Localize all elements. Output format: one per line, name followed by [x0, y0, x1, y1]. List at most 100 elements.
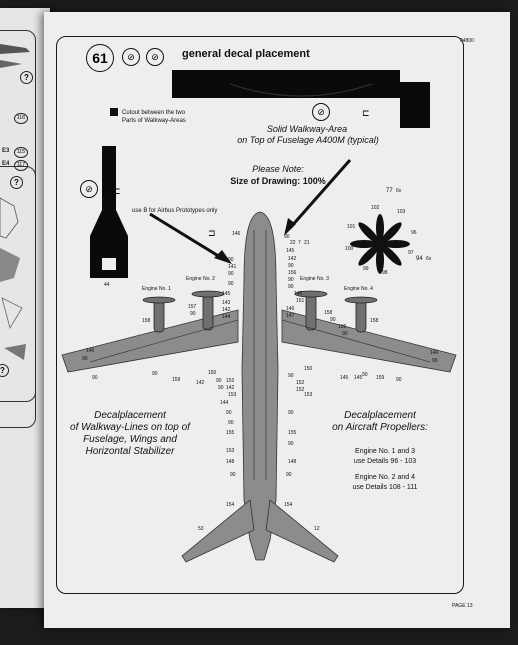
- callout: 141: [228, 264, 237, 270]
- callout: 146: [86, 348, 95, 354]
- part-44-label: 44: [104, 282, 110, 288]
- callout: 90: [92, 375, 98, 381]
- prohibited-icon: ⊘: [146, 48, 164, 66]
- left-page-label: E3: [2, 148, 10, 154]
- propeller-label: 100: [345, 246, 354, 252]
- cutout-marker: [110, 108, 118, 116]
- arrow-right-head: [284, 218, 296, 236]
- callout: 154: [284, 502, 293, 508]
- callout: 153: [228, 392, 237, 398]
- page-number: PAGE 13: [452, 603, 473, 609]
- left-page-number: 116: [14, 113, 28, 124]
- callout: 145: [222, 291, 231, 297]
- decal-icon: ⊏: [362, 108, 370, 118]
- prohibited-icon: ⊘: [122, 48, 140, 66]
- callout: 90: [228, 271, 234, 277]
- callout: 152: [226, 378, 235, 384]
- left-page-drawings: [0, 44, 30, 360]
- callout: 142: [222, 307, 231, 313]
- callout: 157: [188, 304, 197, 310]
- left-caption: Horizontal Stabilizer: [85, 446, 175, 457]
- callout: 142: [226, 385, 235, 391]
- decal-part-44: [90, 146, 128, 278]
- callout: 153: [226, 448, 235, 454]
- aircraft-plan-view: [61, 211, 457, 563]
- left-wing: [61, 309, 239, 373]
- please-note: Please Note:: [252, 164, 304, 174]
- right-caption: Decalplacement: [344, 410, 416, 421]
- callout: 90: [432, 358, 438, 364]
- engine-note: Engine No. 2 and 4: [355, 474, 415, 481]
- propeller-label: 99: [363, 266, 369, 272]
- propeller-label: 103: [397, 209, 406, 215]
- engine-note: Engine No. 1 and 3: [355, 448, 415, 455]
- propeller-label: 97: [408, 250, 414, 256]
- callout: 151: [296, 298, 305, 304]
- left-page-number: 117: [14, 160, 28, 171]
- callout: 90: [362, 372, 368, 378]
- propeller-label: 6x: [426, 256, 432, 262]
- callout: 152: [296, 380, 305, 386]
- walkway-lines: [89, 230, 431, 480]
- callout: 90: [288, 277, 294, 283]
- question-icon: ?: [10, 176, 23, 189]
- callout: 90: [288, 410, 294, 416]
- propeller-diagram: [350, 214, 410, 274]
- callout: 145: [340, 375, 349, 381]
- left-stabilizer: [181, 499, 255, 563]
- callout: 150: [208, 370, 217, 376]
- engine-label: Engine No. 4: [344, 286, 373, 292]
- fuselage: [241, 211, 279, 561]
- callout: 90: [284, 234, 290, 240]
- walkway-decal-strip: [172, 70, 430, 128]
- callout: 156: [288, 270, 297, 276]
- callout: 148: [226, 459, 235, 465]
- engine-label: Engine No. 1: [142, 286, 171, 292]
- engine-label: Engine No. 2: [186, 276, 215, 282]
- callout: 90: [190, 311, 196, 317]
- callout: 53: [198, 526, 204, 532]
- airbus-note: use B for Airbus Prototypes only: [132, 208, 218, 214]
- callout: 90: [216, 378, 222, 384]
- callout: 7: [298, 240, 301, 246]
- callout: 90: [396, 377, 402, 383]
- callout: 158: [142, 318, 151, 324]
- walkway-heading: on Top of Fuselage A400M (typical): [237, 135, 379, 145]
- callout: 90: [286, 472, 292, 478]
- callout: 90: [228, 257, 234, 263]
- callout: 22: [290, 240, 296, 246]
- left-caption: Decalplacement: [94, 410, 166, 421]
- propeller-label: 101: [347, 224, 356, 230]
- propeller-label: 98: [382, 270, 388, 276]
- callout: 142: [288, 256, 297, 262]
- propeller-label: 102: [371, 205, 380, 211]
- callout: 90: [228, 420, 234, 426]
- step-number-badge: 61: [86, 44, 114, 72]
- callout: 143: [222, 300, 231, 306]
- arrow-left: [149, 212, 226, 262]
- left-caption: of Walkway-Lines on top of: [70, 422, 190, 433]
- page-title: general decal placement: [182, 48, 310, 60]
- left-page-edge: ? ? ? 116 E3 115 E4 117: [0, 8, 50, 608]
- engine-note: use Details 108 - 111: [352, 484, 418, 491]
- decal-icon: ⊐: [208, 228, 216, 238]
- callout: 90: [330, 317, 336, 323]
- callout: 90: [82, 356, 88, 362]
- decal-cutout: [102, 258, 116, 270]
- callout: 90: [226, 410, 232, 416]
- callout: 158: [370, 318, 379, 324]
- callout: 147: [286, 313, 295, 319]
- callout: 148: [288, 459, 297, 465]
- right-wing: [281, 309, 457, 373]
- callout: 152: [296, 387, 305, 393]
- callout: 144: [222, 314, 231, 320]
- callout: 153: [304, 392, 313, 398]
- propeller-label: 96: [411, 230, 417, 236]
- engines: [142, 290, 378, 333]
- page-code: 04800: [460, 38, 474, 44]
- callout: 159: [376, 375, 385, 381]
- left-page-label: E4: [2, 161, 10, 167]
- callout: 90: [228, 281, 234, 287]
- propeller-label: 6x: [396, 188, 402, 194]
- callout: 90: [218, 385, 224, 391]
